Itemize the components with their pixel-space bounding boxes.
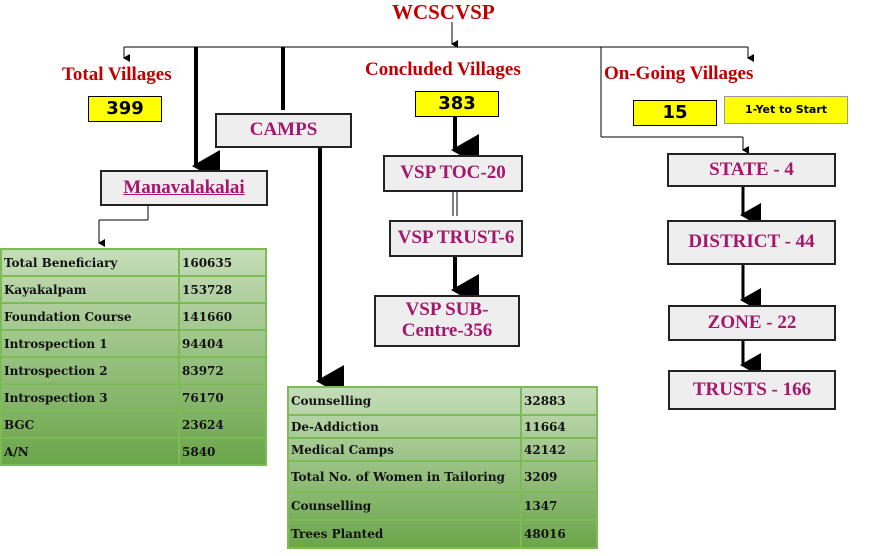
row-value: 153728 <box>178 275 267 304</box>
row-label: De-Addiction <box>287 414 522 439</box>
row-value: 141660 <box>178 302 267 331</box>
row-label: Introspection 3 <box>0 383 180 412</box>
row-label: Counselling <box>287 386 522 416</box>
row-value: 23624 <box>178 410 267 439</box>
total-villages-label: Total Villages <box>62 64 172 85</box>
row-label: Foundation Course <box>0 302 180 331</box>
row-value: 11664 <box>520 414 598 439</box>
row-label: Total No. of Women in Tailoring <box>287 460 522 493</box>
row-label: Trees Planted <box>287 519 522 549</box>
row-value: 48016 <box>520 519 598 549</box>
row-value: 160635 <box>178 248 267 277</box>
row-label: BGC <box>0 410 180 439</box>
row-label: A/N <box>0 437 180 466</box>
row-value: 42142 <box>520 437 598 462</box>
ongoing-villages-label: On-Going Villages <box>604 63 754 84</box>
trusts-box: TRUSTS - 166 <box>668 370 836 410</box>
row-value: 3209 <box>520 460 598 493</box>
diagram-title: WCSCVSP <box>392 0 495 24</box>
district-box: DISTRICT - 44 <box>667 220 836 265</box>
row-label: Introspection 1 <box>0 329 180 358</box>
row-value: 5840 <box>178 437 267 466</box>
row-value: 32883 <box>520 386 598 416</box>
ongoing-villages-value: 15 <box>633 100 717 126</box>
yet-to-start-note: 1-Yet to Start <box>724 96 848 124</box>
concluded-villages-value: 383 <box>415 91 499 117</box>
vsp-toc-box: VSP TOC-20 <box>383 155 523 192</box>
row-label: Introspection 2 <box>0 356 180 385</box>
total-villages-value: 399 <box>88 96 162 122</box>
zone-box: ZONE - 22 <box>668 305 836 341</box>
row-value: 83972 <box>178 356 267 385</box>
row-label: Total Beneficiary <box>0 248 180 277</box>
state-box: STATE - 4 <box>667 153 836 187</box>
row-value: 1347 <box>520 491 598 521</box>
row-label: Kayakalpam <box>0 275 180 304</box>
vsp-trust-box: VSP TRUST-6 <box>389 220 523 257</box>
row-value: 76170 <box>178 383 267 412</box>
concluded-villages-label: Concluded Villages <box>365 59 521 80</box>
row-label: Medical Camps <box>287 437 522 462</box>
row-value: 94404 <box>178 329 267 358</box>
manavalakalai-box: Manavalakalai <box>100 170 268 206</box>
camps-box: CAMPS <box>215 113 352 148</box>
row-label: Counselling <box>287 491 522 521</box>
vsp-sub-centre-box: VSP SUB-Centre-356 <box>374 295 520 347</box>
